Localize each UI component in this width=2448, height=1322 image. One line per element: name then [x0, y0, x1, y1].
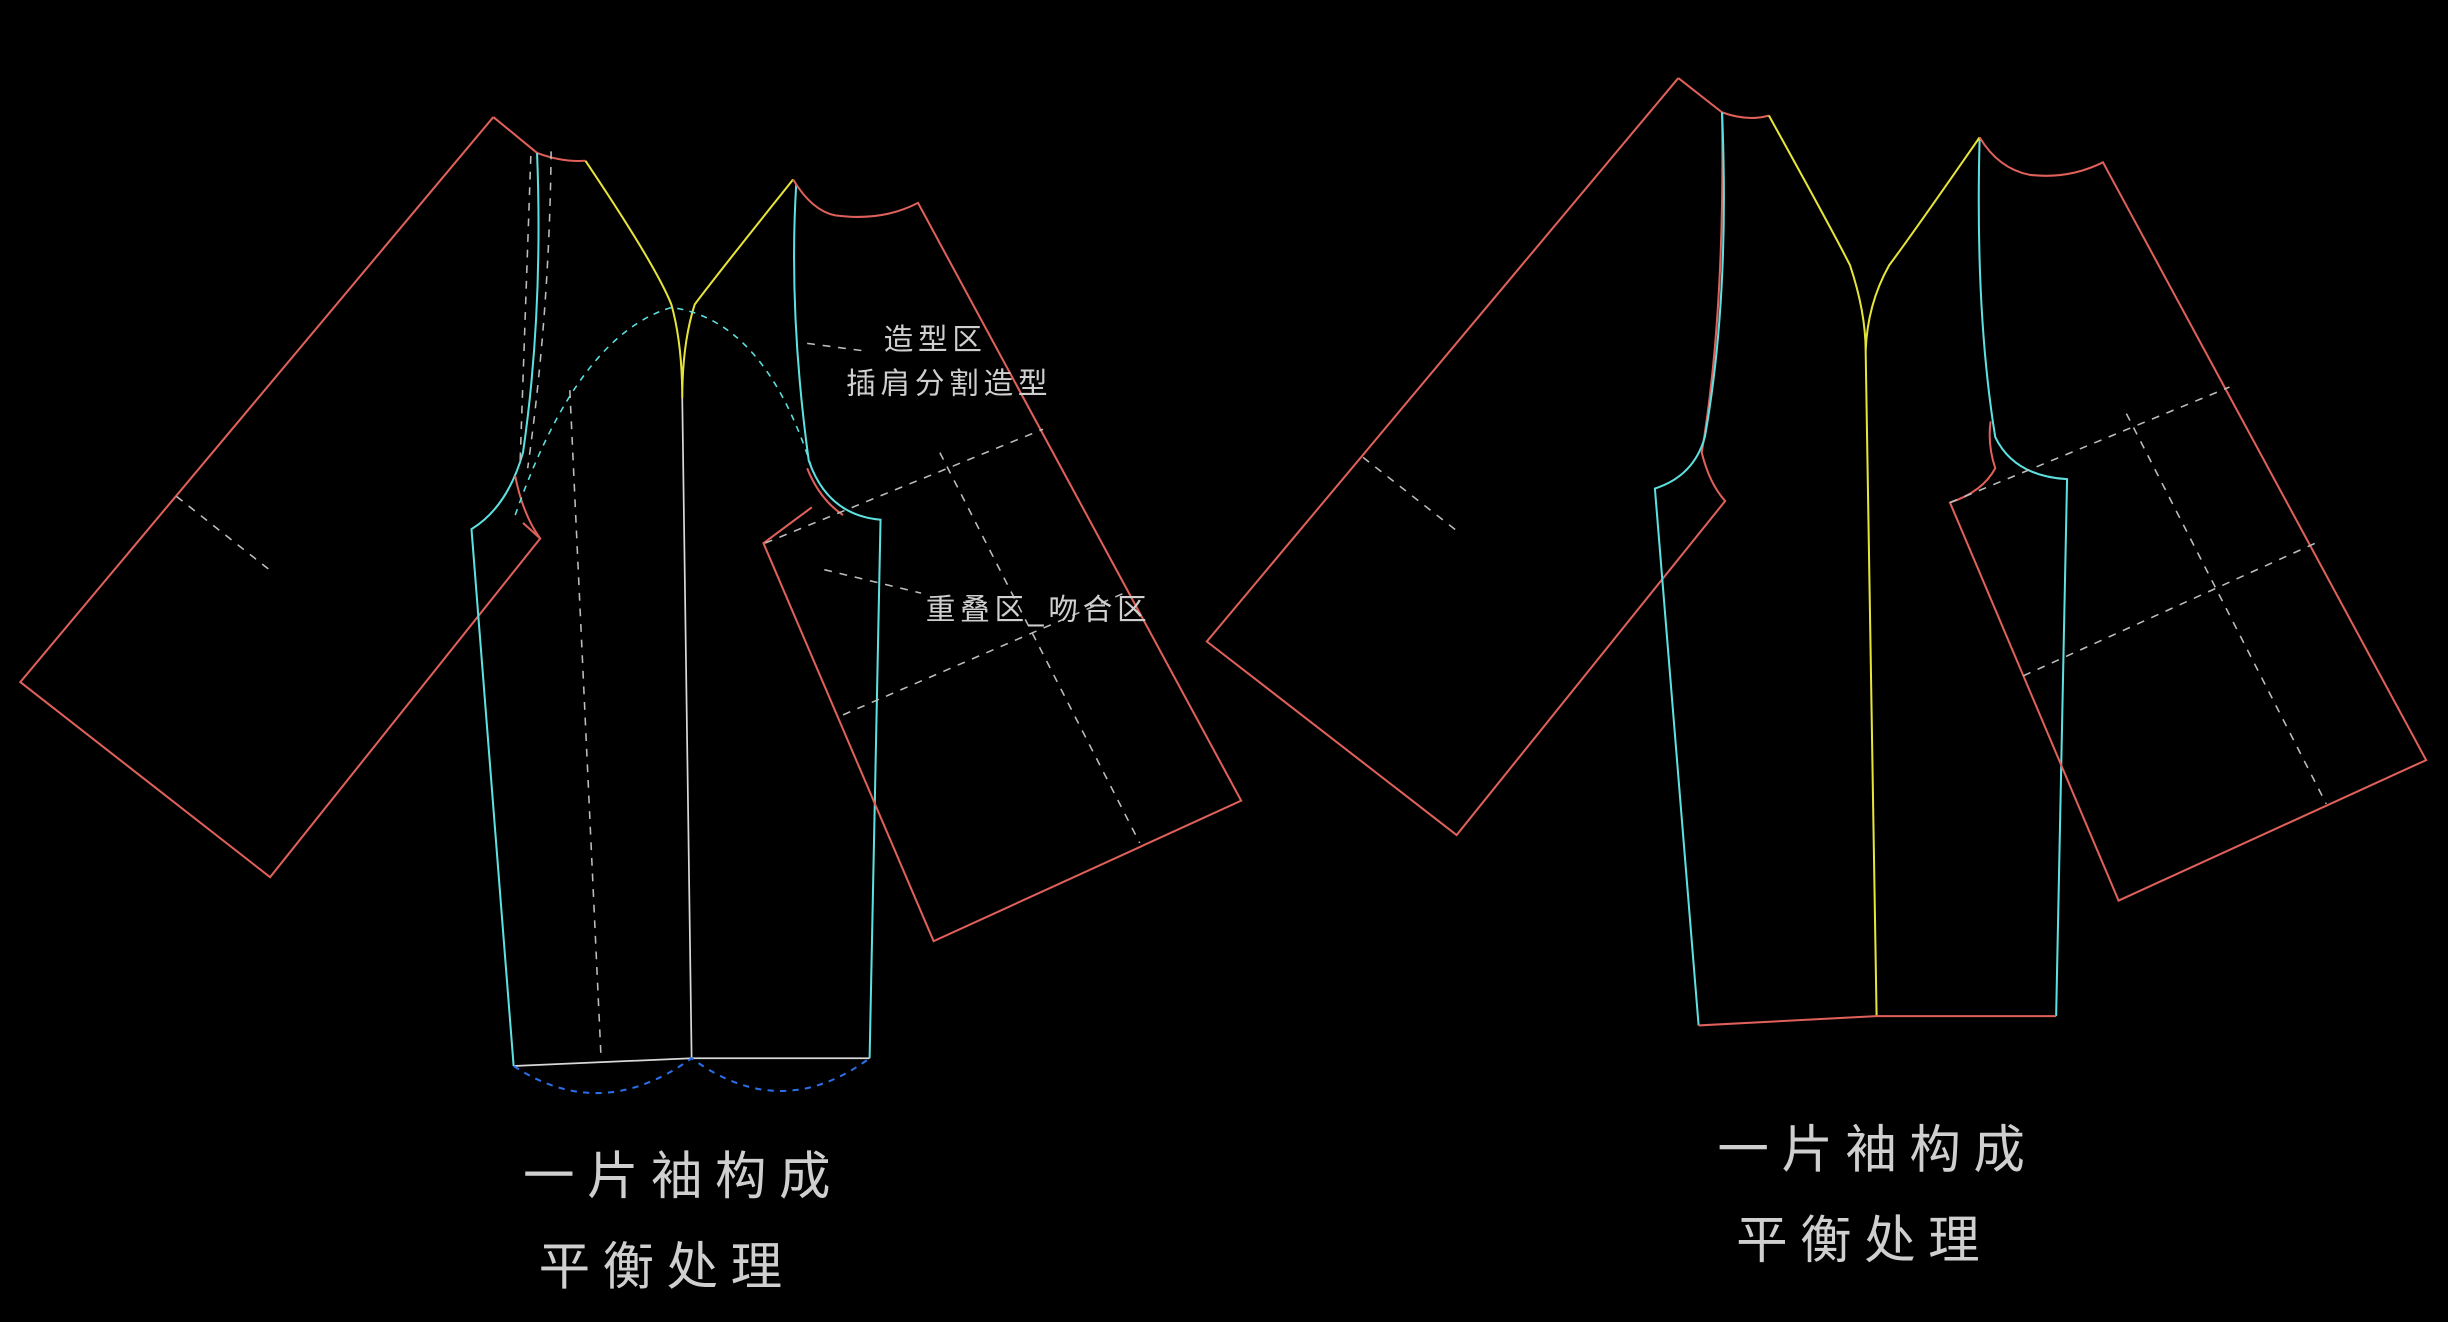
- left-hem-curves: [513, 1056, 871, 1095]
- left-guides: [175, 151, 1141, 1059]
- right-sleeve-front: [1948, 136, 2428, 902]
- left-neckline: [584, 160, 794, 399]
- right-pattern: 一片袖构成 平衡处理: [1205, 77, 2428, 1271]
- left-caption-line2: 平衡处理: [539, 1238, 795, 1298]
- left-sleeve-front: [762, 178, 1243, 943]
- left-pattern: 造型区 插肩分割造型 重叠区_吻合区 一片袖构成 平衡处理: [18, 116, 1243, 1298]
- right-caption-line2: 平衡处理: [1736, 1211, 1992, 1271]
- right-caption-line1: 一片袖构成: [1717, 1120, 2037, 1180]
- left-body-front-right: [793, 184, 882, 1059]
- right-neckline: [1767, 115, 1981, 1017]
- label-styling-zone: 造型区: [884, 322, 987, 357]
- left-armhole-red: [514, 467, 844, 540]
- left-center-front: [681, 397, 693, 1059]
- label-overlap-zone: 重叠区_吻合区: [926, 592, 1151, 627]
- right-hem: [1698, 1015, 2057, 1027]
- label-raglan-split: 插肩分割造型: [846, 365, 1052, 400]
- right-body-front-right: [1977, 137, 2069, 1017]
- left-sleeve-back: [18, 116, 586, 879]
- left-armhole-dashed: [514, 306, 813, 516]
- left-caption-line1: 一片袖构成: [523, 1147, 843, 1207]
- right-guides: [1362, 386, 2327, 805]
- left-body-front-left: [470, 152, 540, 1067]
- right-sleeve-back: [1205, 77, 1770, 837]
- right-body-front-left: [1653, 112, 1725, 1026]
